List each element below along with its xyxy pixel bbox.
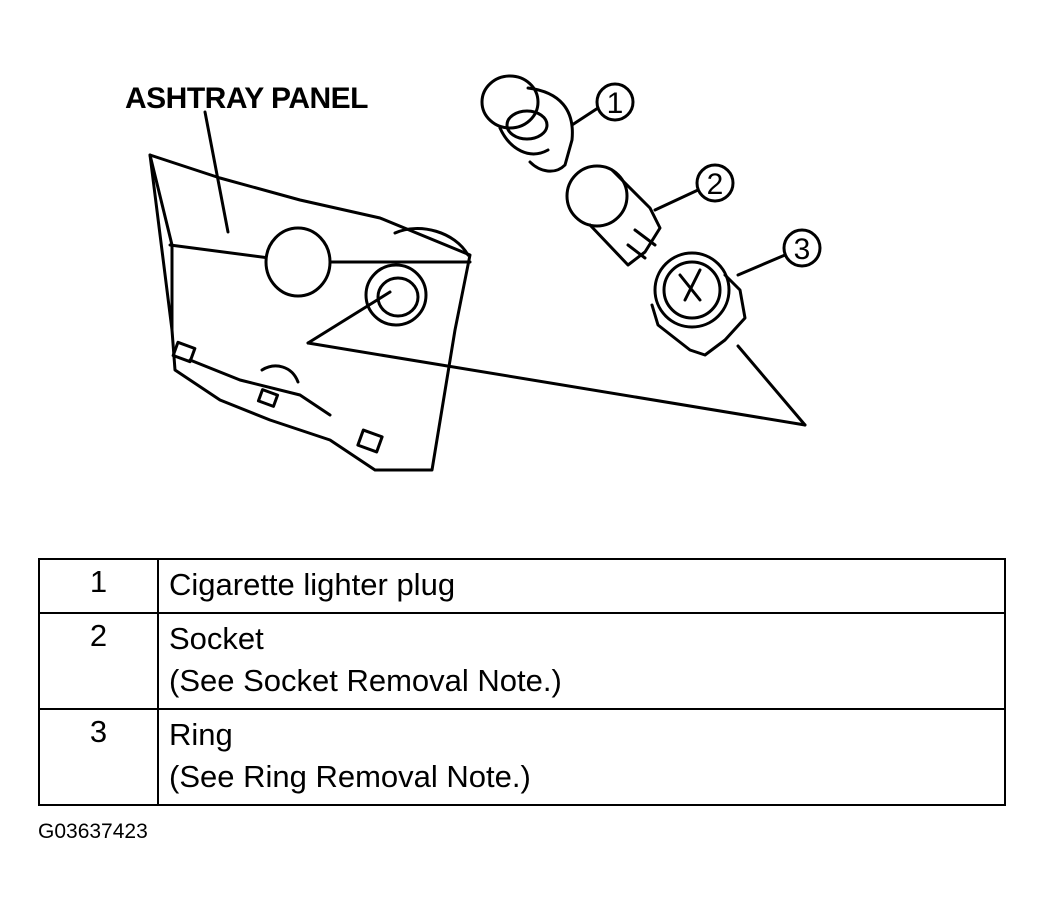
callout-1: 1 bbox=[607, 87, 624, 120]
ashtray-panel-label: ASHTRAY PANEL bbox=[125, 82, 369, 115]
legend-number: 3 bbox=[38, 708, 159, 806]
callout-2: 2 bbox=[707, 168, 724, 201]
legend-line1: Socket bbox=[169, 621, 264, 656]
diagram-drawing: 1 2 3 bbox=[148, 74, 822, 472]
socket-part bbox=[565, 164, 700, 267]
legend-description: Ring (See Ring Removal Note.) bbox=[157, 708, 1006, 806]
parts-legend-table: 1 Cigarette lighter plug 2 Socket (See S… bbox=[38, 558, 1006, 806]
legend-number: 1 bbox=[38, 558, 159, 614]
legend-line2: (See Ring Removal Note.) bbox=[169, 759, 531, 794]
legend-description: Socket (See Socket Removal Note.) bbox=[157, 612, 1006, 710]
lighter-plug-part bbox=[480, 74, 600, 173]
ashtray-panel bbox=[148, 153, 472, 472]
ring-part bbox=[650, 251, 787, 357]
legend-line1: Ring bbox=[169, 717, 233, 752]
legend-number: 2 bbox=[38, 612, 159, 710]
legend-description: Cigarette lighter plug bbox=[157, 558, 1006, 614]
figure-id: G03637423 bbox=[38, 820, 148, 843]
exploded-diagram: 1 2 3 ASHTRAY PANEL bbox=[125, 74, 822, 472]
legend-line1: Cigarette lighter plug bbox=[169, 567, 456, 602]
callout-3: 3 bbox=[794, 233, 811, 266]
table-row: 3 Ring (See Ring Removal Note.) bbox=[38, 708, 1006, 806]
table-row: 2 Socket (See Socket Removal Note.) bbox=[38, 612, 1006, 710]
table-row: 1 Cigarette lighter plug bbox=[38, 558, 1006, 614]
legend-line2: (See Socket Removal Note.) bbox=[169, 663, 562, 698]
